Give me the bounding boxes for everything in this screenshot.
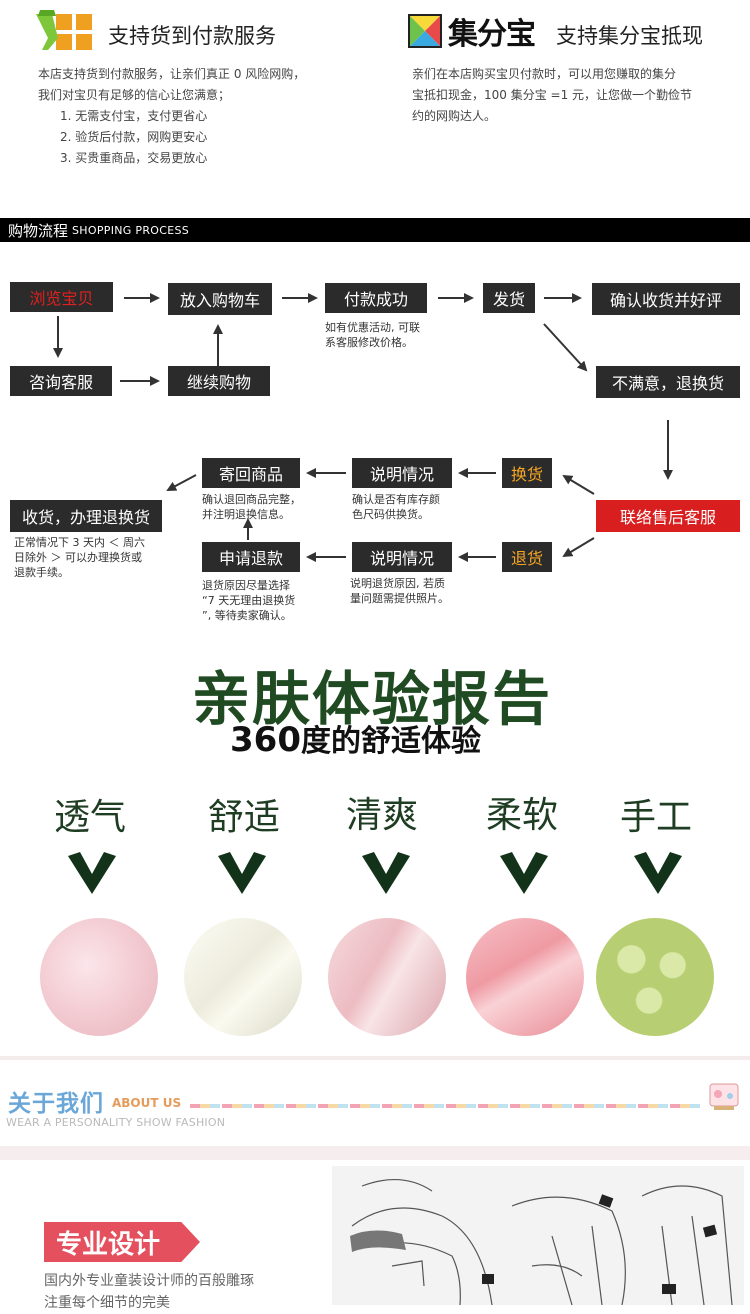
flow-confirm-receipt: 确认收货并好评 bbox=[592, 283, 740, 315]
note-receive: 正常情况下 3 天内 ＜ 周六日除外 ＞ 可以办理换货或退款手续。 bbox=[14, 536, 145, 579]
chevron-down-icon bbox=[634, 852, 682, 894]
chevron-down-icon bbox=[500, 852, 548, 894]
jifenbao-title: 支持集分宝抵现 bbox=[556, 24, 703, 48]
fabric-image-refreshing bbox=[328, 918, 446, 1036]
about-subtitle: WEAR A PERSONALITY SHOW FASHION bbox=[6, 1116, 226, 1129]
flow-explain-1: 说明情况 bbox=[352, 458, 452, 488]
decor-icon bbox=[706, 1078, 742, 1114]
jifenbao-icon bbox=[408, 14, 442, 48]
flow-add-cart: 放入购物车 bbox=[168, 283, 272, 315]
flow-receive-process: 收货，办理退换货 bbox=[10, 500, 162, 532]
design-text: 国内外专业童装设计师的百般雕琢 注重每个细节的完美 bbox=[44, 1273, 254, 1311]
jifenbao-logo-text: 集分宝 bbox=[448, 17, 536, 52]
flow-ship: 发货 bbox=[483, 283, 535, 313]
flow-arrows bbox=[53, 293, 673, 562]
about-title-en: ABOUT US bbox=[112, 1096, 182, 1110]
cod-benefits-list: 1. 无需支付宝，支付更省心 2. 验货后付款，网购更安心 3. 买贵重商品，交… bbox=[60, 106, 207, 169]
report-subtitle: 360度的舒适体验 bbox=[230, 720, 481, 760]
feature-refreshing: 清爽 bbox=[345, 795, 418, 836]
flow-pay-success: 付款成功 bbox=[325, 283, 427, 313]
feature-breathable: 透气 bbox=[53, 797, 126, 838]
shopping-process-header: 购物流程 SHOPPING PROCESS bbox=[0, 218, 750, 242]
fabric-image-soft bbox=[466, 918, 584, 1036]
chevron-down-icon bbox=[362, 852, 410, 894]
note-return: 确认退回商品完整，并注明退换信息。 bbox=[202, 493, 301, 521]
flow-exchange: 换货 bbox=[502, 458, 552, 488]
flow-continue-shopping: 继续购物 bbox=[168, 366, 270, 396]
chevron-down-icon bbox=[218, 852, 266, 894]
design-sketch-image bbox=[332, 1166, 744, 1305]
divider-top bbox=[0, 1056, 750, 1060]
feature-handmade: 手工 bbox=[619, 797, 692, 838]
about-divider-dashes bbox=[190, 1104, 700, 1108]
fabric-image-comfortable bbox=[184, 918, 302, 1036]
cod-text: 本店支持货到付款服务，让亲们真正 0 风险网购， 我们对宝贝有足够的信心让您满意… bbox=[38, 67, 306, 102]
flow-apply-refund: 申请退款 bbox=[202, 542, 300, 572]
report-title: 亲肤体验报告 bbox=[192, 665, 553, 733]
flow-unsatisfied: 不满意，退换货 bbox=[596, 366, 740, 398]
jifenbao-text: 亲们在本店购买宝贝付款时，可以用您赚取的集分 宝抵扣现金，100 集分宝 =1 … bbox=[412, 67, 693, 123]
chevron-down-icon bbox=[68, 852, 116, 894]
about-title-zh: 关于我们 bbox=[8, 1091, 104, 1117]
list-item: 1. 无需支付宝，支付更省心 bbox=[60, 109, 208, 123]
design-tag: 专业设计 bbox=[44, 1222, 200, 1262]
note-exchange: 确认是否有库存颜色尺码供换货。 bbox=[352, 493, 440, 521]
flow-refund: 退货 bbox=[502, 542, 552, 572]
flow-consult: 咨询客服 bbox=[10, 366, 112, 396]
list-item: 2. 验货后付款，网购更安心 bbox=[60, 130, 208, 144]
flow-contact-after-sales: 联络售后客服 bbox=[596, 500, 740, 532]
flow-explain-2: 说明情况 bbox=[352, 542, 452, 572]
jifenbao-logo: 集分宝 bbox=[408, 12, 536, 52]
cod-title: 支持货到付款服务 bbox=[108, 24, 276, 48]
flow-return-goods: 寄回商品 bbox=[202, 458, 300, 488]
list-item: 3. 买贵重商品，交易更放心 bbox=[60, 151, 208, 165]
flow-browse: 浏览宝贝 bbox=[10, 282, 113, 312]
fabric-image-breathable bbox=[40, 918, 158, 1036]
cod-icon bbox=[34, 8, 98, 54]
feature-soft: 柔软 bbox=[485, 795, 558, 836]
fabric-image-handmade bbox=[596, 918, 714, 1036]
note-pay: 如有优惠活动, 可联系客服修改价格。 bbox=[325, 321, 420, 349]
divider-bottom bbox=[0, 1146, 750, 1160]
feature-comfortable: 舒适 bbox=[207, 797, 280, 838]
note-refund: 退货原因尽量选择“7 天无理由退换货”, 等待卖家确认。 bbox=[202, 579, 296, 622]
process-header-zh: 购物流程 bbox=[8, 221, 69, 240]
process-header-en: SHOPPING PROCESS bbox=[72, 223, 190, 237]
note-explain: 说明退货原因, 若质量问题需提供照片。 bbox=[350, 577, 449, 605]
